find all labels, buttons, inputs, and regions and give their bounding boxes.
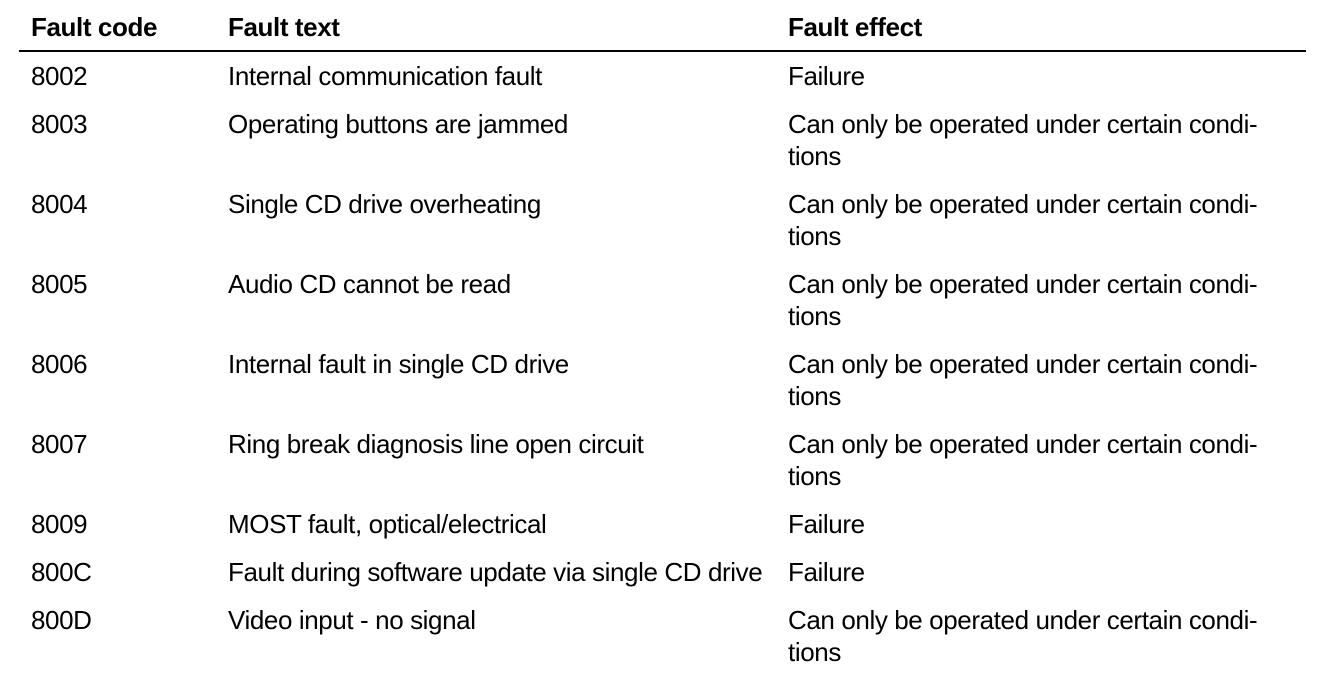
fault-effect-line: tions xyxy=(788,381,841,411)
fault-code-cell: 800D xyxy=(31,605,92,635)
fault-effect-line: tions xyxy=(788,461,841,491)
table-row: 8002 Internal communication fault Failur… xyxy=(19,52,1306,100)
fault-effect-cell: Can only be operated under certain condi… xyxy=(788,428,1288,492)
fault-effect-line: Can only be operated under certain condi… xyxy=(788,189,1258,219)
table-row: 8003 Operating buttons are jammed Can on… xyxy=(19,100,1306,180)
fault-effect-line: Can only be operated under certain condi… xyxy=(788,605,1258,635)
table-row: 8006 Internal fault in single CD drive C… xyxy=(19,340,1306,420)
fault-code-cell: 8009 xyxy=(31,509,88,539)
fault-effect-line: tions xyxy=(788,141,841,171)
fault-text-cell: Operating buttons are jammed xyxy=(228,109,568,139)
fault-text-cell: Audio CD cannot be read xyxy=(228,269,511,299)
fault-code-cell: 8003 xyxy=(31,109,88,139)
fault-code-cell: 8007 xyxy=(31,429,88,459)
fault-effect-line: Failure xyxy=(788,557,865,587)
fault-effect-cell: Can only be operated under certain condi… xyxy=(788,108,1288,172)
header-fault-code: Fault code xyxy=(31,12,158,42)
fault-code-cell: 8004 xyxy=(31,189,88,219)
fault-effect-line: Failure xyxy=(788,509,865,539)
fault-effect-cell: Failure xyxy=(788,60,1288,92)
fault-text-cell: Internal fault in single CD drive xyxy=(228,349,569,379)
fault-effect-line: Can only be operated under certain condi… xyxy=(788,429,1258,459)
table-row: 8004 Single CD drive overheating Can onl… xyxy=(19,180,1306,260)
fault-text-cell: MOST fault, optical/electrical xyxy=(228,509,547,539)
fault-effect-cell: Can only be operated under certain condi… xyxy=(788,348,1288,412)
fault-effect-cell: Can only be operated under certain condi… xyxy=(788,268,1288,332)
table-row: 8007 Ring break diagnosis line open circ… xyxy=(19,420,1306,500)
fault-effect-line: Failure xyxy=(788,61,865,91)
fault-effect-cell: Failure xyxy=(788,508,1288,540)
fault-code-table: Fault code Fault text Fault effect 8002 … xyxy=(19,0,1306,676)
fault-text-cell: Fault during software update via single … xyxy=(228,557,763,587)
fault-effect-line: tions xyxy=(788,301,841,331)
header-fault-effect: Fault effect xyxy=(788,12,922,42)
fault-effect-line: tions xyxy=(788,221,841,251)
fault-effect-cell: Can only be operated under certain condi… xyxy=(788,188,1288,252)
fault-code-cell: 8002 xyxy=(31,61,88,91)
fault-effect-cell: Failure xyxy=(788,556,1288,588)
fault-text-cell: Video input - no signal xyxy=(228,605,476,635)
table-row: 800D Video input - no signal Can only be… xyxy=(19,596,1306,676)
table-row: 800C Fault during software update via si… xyxy=(19,548,1306,596)
table-header-row: Fault code Fault text Fault effect xyxy=(19,0,1306,52)
fault-text-cell: Single CD drive overheating xyxy=(228,189,541,219)
fault-effect-line: Can only be operated under certain condi… xyxy=(788,349,1258,379)
fault-code-cell: 8005 xyxy=(31,269,88,299)
fault-effect-line: Can only be operated under certain condi… xyxy=(788,109,1258,139)
header-fault-text: Fault text xyxy=(228,12,340,42)
fault-text-cell: Internal communication fault xyxy=(228,61,542,91)
fault-effect-line: tions xyxy=(788,637,841,667)
table-row: 8005 Audio CD cannot be read Can only be… xyxy=(19,260,1306,340)
table-row: 8009 MOST fault, optical/electrical Fail… xyxy=(19,500,1306,548)
fault-code-cell: 800C xyxy=(31,557,92,587)
fault-text-cell: Ring break diagnosis line open circuit xyxy=(228,429,644,459)
fault-code-cell: 8006 xyxy=(31,349,88,379)
fault-effect-cell: Can only be operated under certain condi… xyxy=(788,604,1288,668)
fault-effect-line: Can only be operated under certain condi… xyxy=(788,269,1258,299)
